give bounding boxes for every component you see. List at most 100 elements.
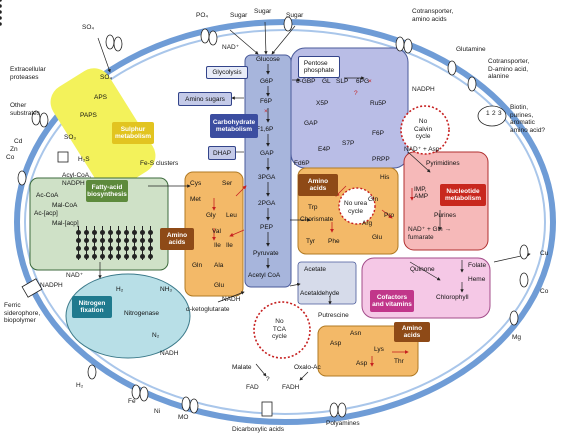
- misc-arrows: [97, 21, 531, 381]
- acp-bead: [124, 238, 129, 243]
- acp-bead: [124, 246, 129, 251]
- ppp-red-x: ×: [368, 78, 372, 85]
- bottom-amino-region: [317, 325, 419, 377]
- sulphur-so3: SO₃: [64, 134, 77, 141]
- aro-gln: Gln: [368, 196, 379, 203]
- ppp-gap: GAP: [304, 120, 318, 127]
- acp-bead: [108, 246, 113, 251]
- glycolysis-step-f6p: F6P: [260, 98, 272, 105]
- aa-ala: Ala: [214, 262, 224, 269]
- acp-bead: [116, 238, 121, 243]
- cof-folate: Folate: [468, 262, 487, 269]
- tca-malate: Malate: [232, 364, 252, 371]
- glycolysis-step-2pga: 2PGA: [258, 200, 276, 207]
- fa-nadph: NADPH: [40, 282, 63, 289]
- no-calvin-circle: [400, 105, 450, 155]
- tca-acetaldehyde: Acetaldehyde: [300, 290, 340, 297]
- dicarboxylic-label: Dicarboxylic acids: [232, 426, 285, 433]
- nit-n2: N₂: [152, 332, 160, 339]
- amino-sugars-box: Amino sugars: [178, 92, 232, 106]
- cotransporter-ala-label: Cotransporter, D-amino acid, alanine: [488, 58, 530, 80]
- acp-bead: [116, 246, 121, 251]
- mo-label: MO: [178, 414, 189, 421]
- aa-met: Met: [190, 196, 201, 203]
- no-urea-circle: [338, 187, 376, 225]
- aa-nadh-label: NADH: [222, 296, 241, 303]
- ppp-ru5p: Ru5P: [370, 100, 387, 107]
- other-substrates-label: Other substrates: [10, 102, 40, 117]
- sulphur-h2s: H₂S: [78, 156, 90, 163]
- baa-lys: Lys: [374, 346, 384, 353]
- acp-bead: [124, 230, 129, 235]
- cd-label: Cd: [14, 138, 23, 145]
- acp-chain-line: [150, 226, 151, 260]
- sulphur-so4: SO₄: [100, 74, 113, 81]
- aro-trp: Trp: [308, 204, 318, 211]
- acp-bead: [100, 230, 105, 235]
- cell-membrane-inner: [24, 29, 546, 415]
- nit-h2: H₂: [116, 286, 124, 293]
- acp-bead: [84, 246, 89, 251]
- aa-gln: Gln: [192, 262, 203, 269]
- acp-bead: [140, 230, 145, 235]
- transporters: [17, 16, 529, 418]
- fes-clusters-label: Fe-S clusters: [140, 160, 179, 167]
- acp-bead: [140, 246, 145, 251]
- tca-fad: FAD: [246, 384, 259, 391]
- aro-tyr: Tyr: [306, 238, 316, 245]
- cofactors-label: Cofactors and vitamins: [370, 290, 414, 312]
- ppp-prpp: PRPP: [372, 156, 390, 163]
- fa-ac-coa: Ac-CoA: [36, 192, 59, 199]
- tca-putrescine: Putrescine: [318, 312, 349, 319]
- ppp-e4p: E4P: [318, 146, 331, 153]
- glutamine-label: Glutamine: [456, 46, 486, 53]
- ppp-f6p: F6P: [372, 130, 384, 137]
- acp-bead: [108, 230, 113, 235]
- baa-asp2: Asp: [356, 360, 368, 367]
- acp-bead: [100, 238, 105, 243]
- aa-ser: Ser: [222, 180, 233, 187]
- acp-bead: [92, 230, 97, 235]
- nitrogen-fixation-label: Nitrogen fixation: [72, 296, 112, 318]
- acp-bead: [148, 246, 153, 251]
- acp-chain-line: [78, 226, 79, 260]
- po4-label: PO₄: [196, 12, 209, 19]
- amino-acids-left-label: Amino acids: [160, 228, 194, 250]
- extracellular-label: Extracellular proteases: [10, 66, 46, 81]
- glycolysis-step-gap: GAP: [260, 150, 274, 157]
- acp-bead: [108, 254, 113, 259]
- aromatic-amino-label: Amino acids: [298, 174, 338, 196]
- fa-mal-acp: Mal-[acp]: [52, 220, 79, 227]
- fa-nadplus: NAD⁺: [66, 272, 84, 279]
- ppp-title: Pentose phosphate: [298, 56, 340, 78]
- cof-heme: Heme: [468, 276, 486, 283]
- biotin-label: Biotin, purines, aromatic amino acid?: [510, 104, 546, 134]
- aa-ile2: Ile: [226, 242, 233, 249]
- nad-label: NAD⁺: [222, 44, 240, 51]
- carbohydrate-metabolism-label: Carbohydrate metabolism: [210, 114, 258, 138]
- tca-fadh: FADH: [282, 384, 300, 391]
- no-tca-circle: [253, 301, 311, 359]
- polyamines-label: Polyamines: [326, 420, 360, 427]
- acp-chain-line: [142, 226, 143, 260]
- acp-bead: [92, 238, 97, 243]
- fe-label: Fe: [128, 398, 136, 405]
- fa-mal-coa: Mal-CoA: [52, 202, 78, 209]
- bottom-amino-label: Amino acids: [394, 322, 430, 342]
- acp-bead: [132, 230, 137, 235]
- aro-phe: Phe: [328, 238, 340, 245]
- sugar-label-3: Sugar: [286, 12, 304, 19]
- acp-chain-line: [86, 226, 87, 260]
- acp-bead: [100, 246, 105, 251]
- nit-nh3: NH₃: [160, 286, 173, 293]
- acp-bead: [76, 230, 81, 235]
- nucleotide-label: Nucleotide metabolism: [440, 184, 486, 206]
- acp-bead: [76, 246, 81, 251]
- glycolysis-red-x: ×: [264, 108, 268, 115]
- aa-glu: Glu: [214, 282, 225, 289]
- sulphur-metabolism-label: Sulphur metabolism: [112, 122, 154, 144]
- acp-chain-line: [110, 226, 111, 260]
- aa-leu: Leu: [226, 212, 237, 219]
- no-calvin-label: No Calvin cycle: [414, 118, 433, 140]
- dhap-box: DHAP: [208, 146, 236, 160]
